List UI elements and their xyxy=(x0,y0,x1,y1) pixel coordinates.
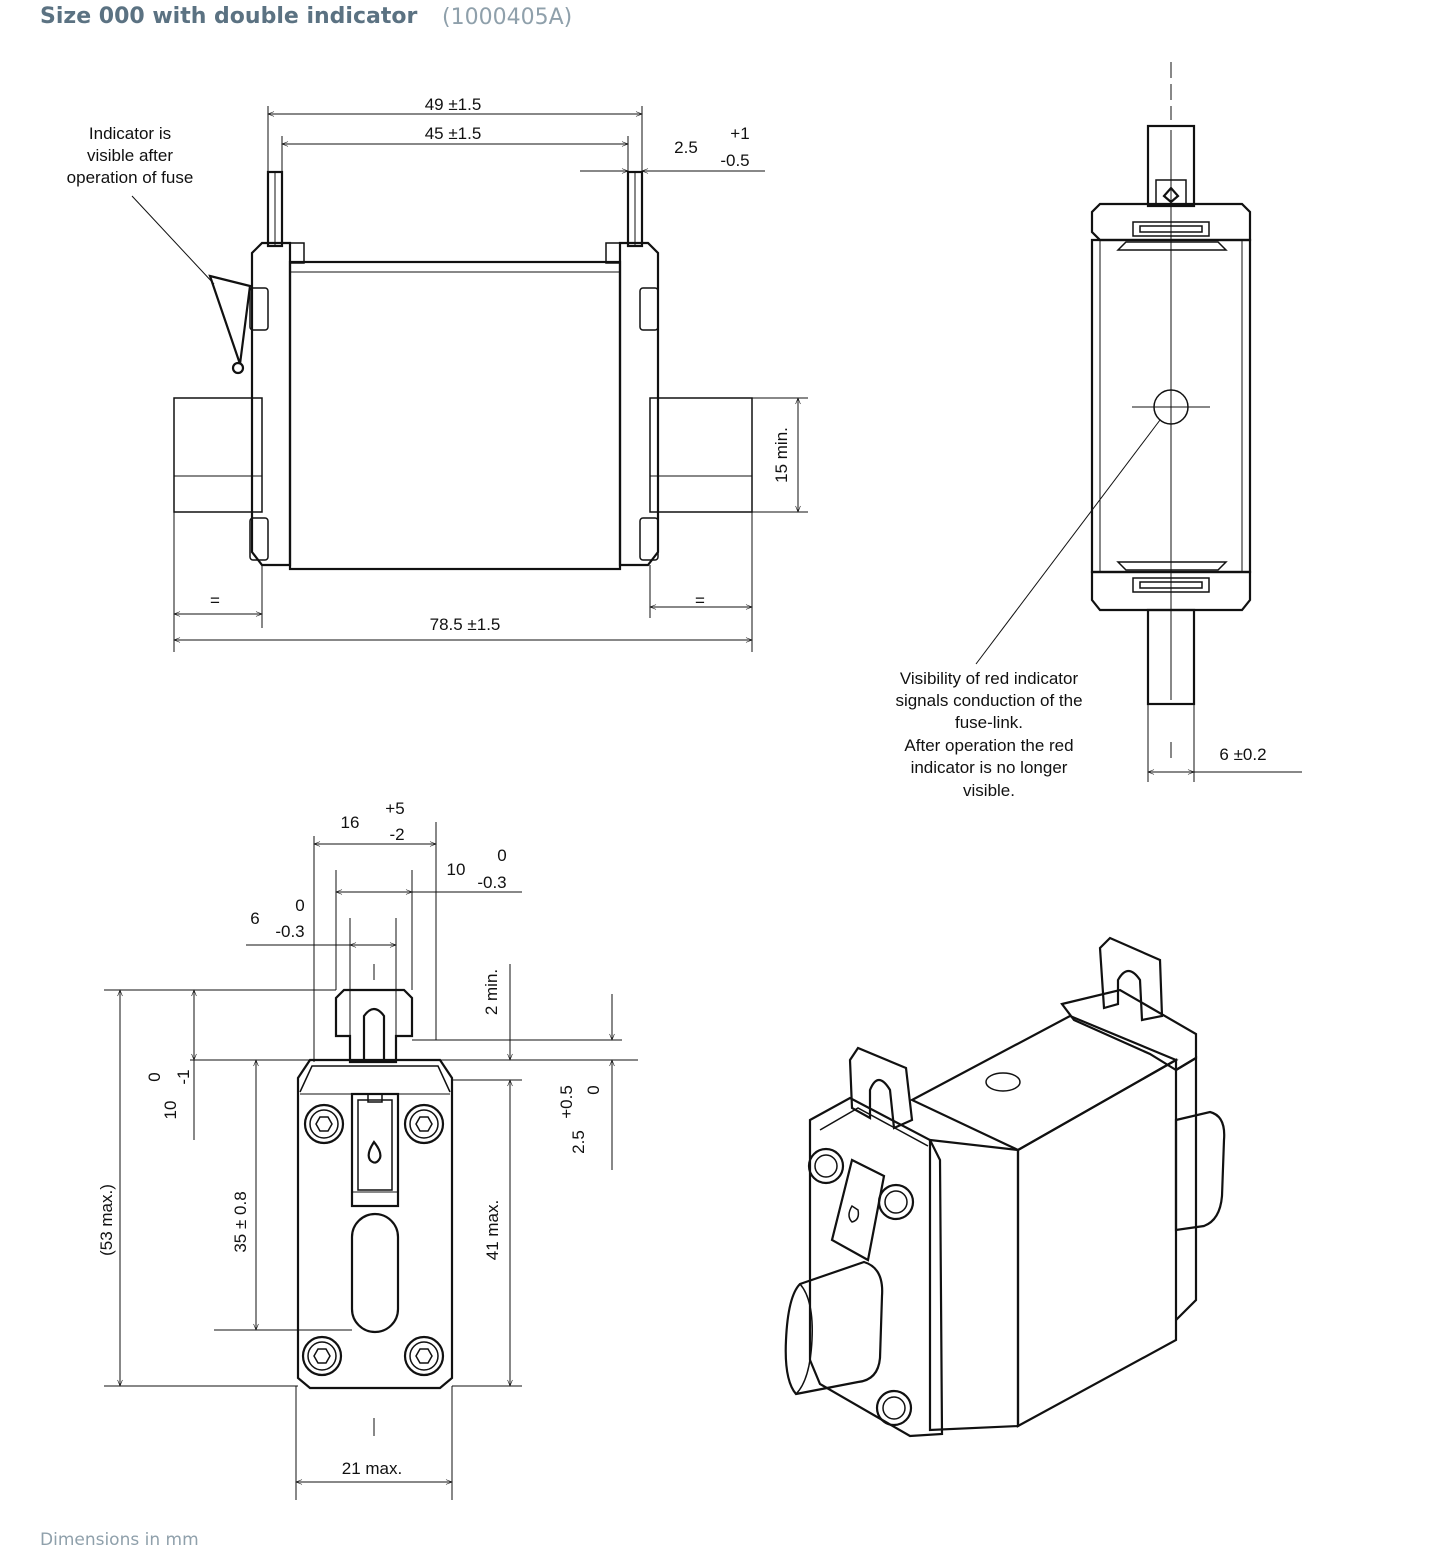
front-view: 49 ±1.5 45 ±1.5 2.5 +1 -0.5 15 min. = = … xyxy=(67,95,808,652)
dim-21: 21 max. xyxy=(342,1459,402,1478)
dim-6-lower: -0.3 xyxy=(275,922,304,941)
side-indicator xyxy=(350,1092,400,1208)
visibility-note-5: indicator is no longer xyxy=(911,758,1068,777)
equal-right: = xyxy=(695,591,705,610)
dim-6: 6 xyxy=(250,909,259,928)
dim-41: 41 max. xyxy=(483,1200,502,1260)
blade-slot xyxy=(350,1212,400,1334)
dim-6-upper: 0 xyxy=(295,896,304,915)
top-view: 6 ±0.2 Visibility of red indicator signa… xyxy=(895,62,1302,800)
fuse-body xyxy=(288,260,622,571)
dim-2-5-upper: +0.5 xyxy=(557,1085,576,1119)
dim-2-5-lower: 0 xyxy=(584,1085,603,1094)
indicator-note-3: operation of fuse xyxy=(67,168,194,187)
screw-bottom-left xyxy=(301,1335,343,1377)
screw-bottom-right xyxy=(403,1335,445,1377)
dim-16-minus: -2 xyxy=(389,825,404,844)
dim-10: 10 xyxy=(447,860,466,879)
dim-overall-width: 49 ±1.5 xyxy=(425,95,482,114)
side-body xyxy=(296,1058,454,1390)
visibility-note-6: visible. xyxy=(963,781,1015,800)
dim-2min: 2 min. xyxy=(482,969,501,1015)
footer-note: Dimensions in mm xyxy=(40,1530,199,1550)
dim-16: 16 xyxy=(341,813,360,832)
dim-16-plus: +5 xyxy=(385,799,404,818)
visibility-note-4: After operation the red xyxy=(904,736,1073,755)
dim-53: (53 max.) xyxy=(97,1184,116,1256)
screw-top-right xyxy=(403,1103,445,1145)
dim-10v-lower: -1 xyxy=(174,1069,193,1084)
dim-10-upper: 0 xyxy=(497,846,506,865)
iso-front-blade xyxy=(784,1260,884,1396)
page-title: Size 000 with double indicator xyxy=(40,4,418,29)
iso-side-face xyxy=(1016,1058,1178,1428)
dim-blade-thickness: 6 ±0.2 xyxy=(1219,745,1266,764)
dim-inner-width: 45 ±1.5 xyxy=(425,124,482,143)
iso-left-cap xyxy=(808,1096,944,1438)
part-code: (1000405A) xyxy=(442,5,573,30)
dim-tab-plus: +1 xyxy=(730,124,749,143)
right-blade xyxy=(649,397,753,513)
screw-top-left xyxy=(303,1103,345,1145)
dim-10-lower: -0.3 xyxy=(477,873,506,892)
dim-2-5: 2.5 xyxy=(569,1130,588,1154)
dim-tab-minus: -0.5 xyxy=(720,151,749,170)
visibility-note-2: signals conduction of the xyxy=(895,691,1082,710)
isometric-view xyxy=(784,936,1226,1438)
dim-total-length: 78.5 ±1.5 xyxy=(430,615,501,634)
dim-10v: 10 xyxy=(161,1101,180,1120)
side-tab xyxy=(334,988,414,1064)
dim-10v-upper: 0 xyxy=(145,1072,164,1081)
indicator-flap xyxy=(208,274,252,365)
left-blade xyxy=(173,397,263,513)
visibility-note-3: fuse-link. xyxy=(955,713,1023,732)
indicator-note-1: Indicator is xyxy=(89,124,171,143)
dim-blade-height: 15 min. xyxy=(772,427,791,483)
dim-35: 35 ± 0.8 xyxy=(231,1191,250,1252)
side-view: 16 +5 -2 10 0 -0.3 6 0 -0.3 2 min. 10 0 … xyxy=(97,799,638,1500)
dim-tab: 2.5 xyxy=(674,138,698,157)
indicator-note-2: visible after xyxy=(87,146,173,165)
visibility-note-1: Visibility of red indicator xyxy=(900,669,1079,688)
equal-left: = xyxy=(210,591,220,610)
